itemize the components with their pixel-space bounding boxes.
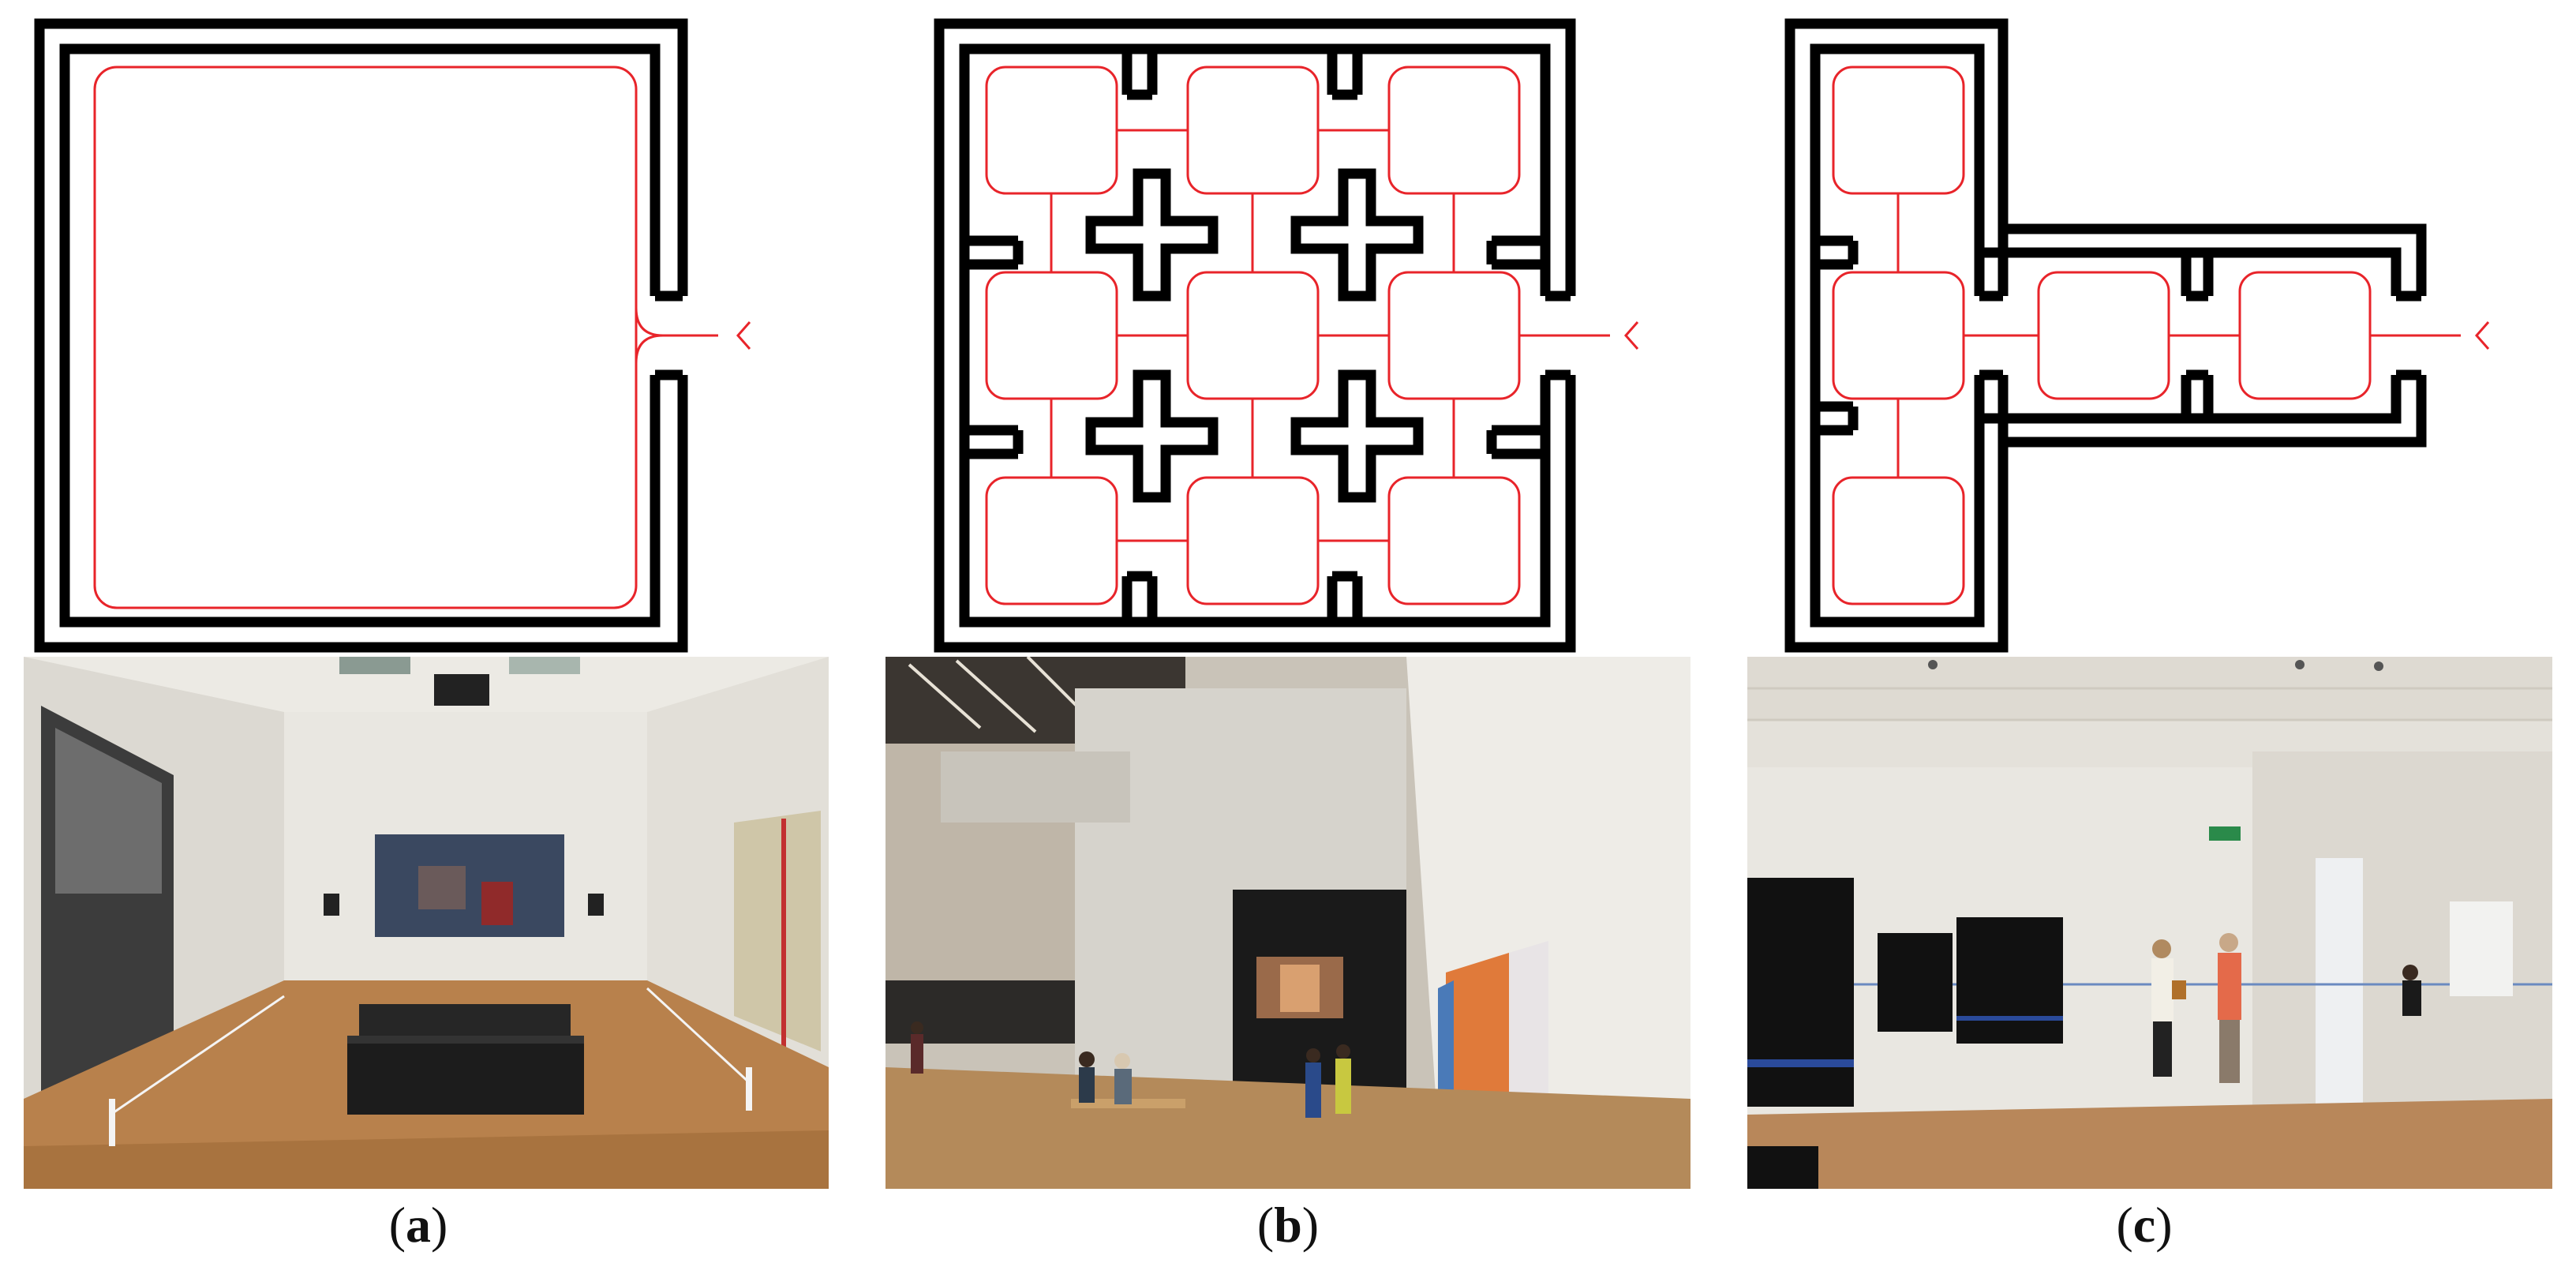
entrance-arrow-icon bbox=[2474, 321, 2490, 350]
inner-wall bbox=[59, 43, 661, 628]
cross-wall bbox=[1085, 369, 1219, 503]
floor-plan-c bbox=[1784, 18, 2490, 653]
caption-a: (a) bbox=[388, 1197, 448, 1253]
cross-wall bbox=[1290, 168, 1424, 302]
outer-wall bbox=[934, 18, 1576, 653]
visitor-path-loop bbox=[93, 66, 638, 609]
gallery-photo-c bbox=[1747, 657, 2552, 1189]
visitor-path-entry bbox=[635, 307, 718, 337]
inner-wall bbox=[1810, 43, 2402, 628]
floor-plan-a bbox=[34, 18, 751, 653]
entrance-arrow-icon bbox=[736, 321, 751, 350]
inner-wall bbox=[959, 43, 1551, 628]
outer-wall bbox=[1784, 18, 2427, 653]
caption-c: (c) bbox=[2116, 1197, 2173, 1253]
gallery-photo-a bbox=[24, 657, 829, 1189]
floor-plan-b bbox=[934, 18, 1639, 653]
caption-b: (b) bbox=[1256, 1197, 1320, 1253]
cross-wall bbox=[1085, 168, 1219, 302]
entrance-arrow-icon bbox=[1623, 321, 1639, 350]
cross-wall bbox=[1290, 369, 1424, 503]
gallery-photo-b bbox=[886, 657, 1690, 1189]
outer-wall bbox=[34, 18, 688, 653]
